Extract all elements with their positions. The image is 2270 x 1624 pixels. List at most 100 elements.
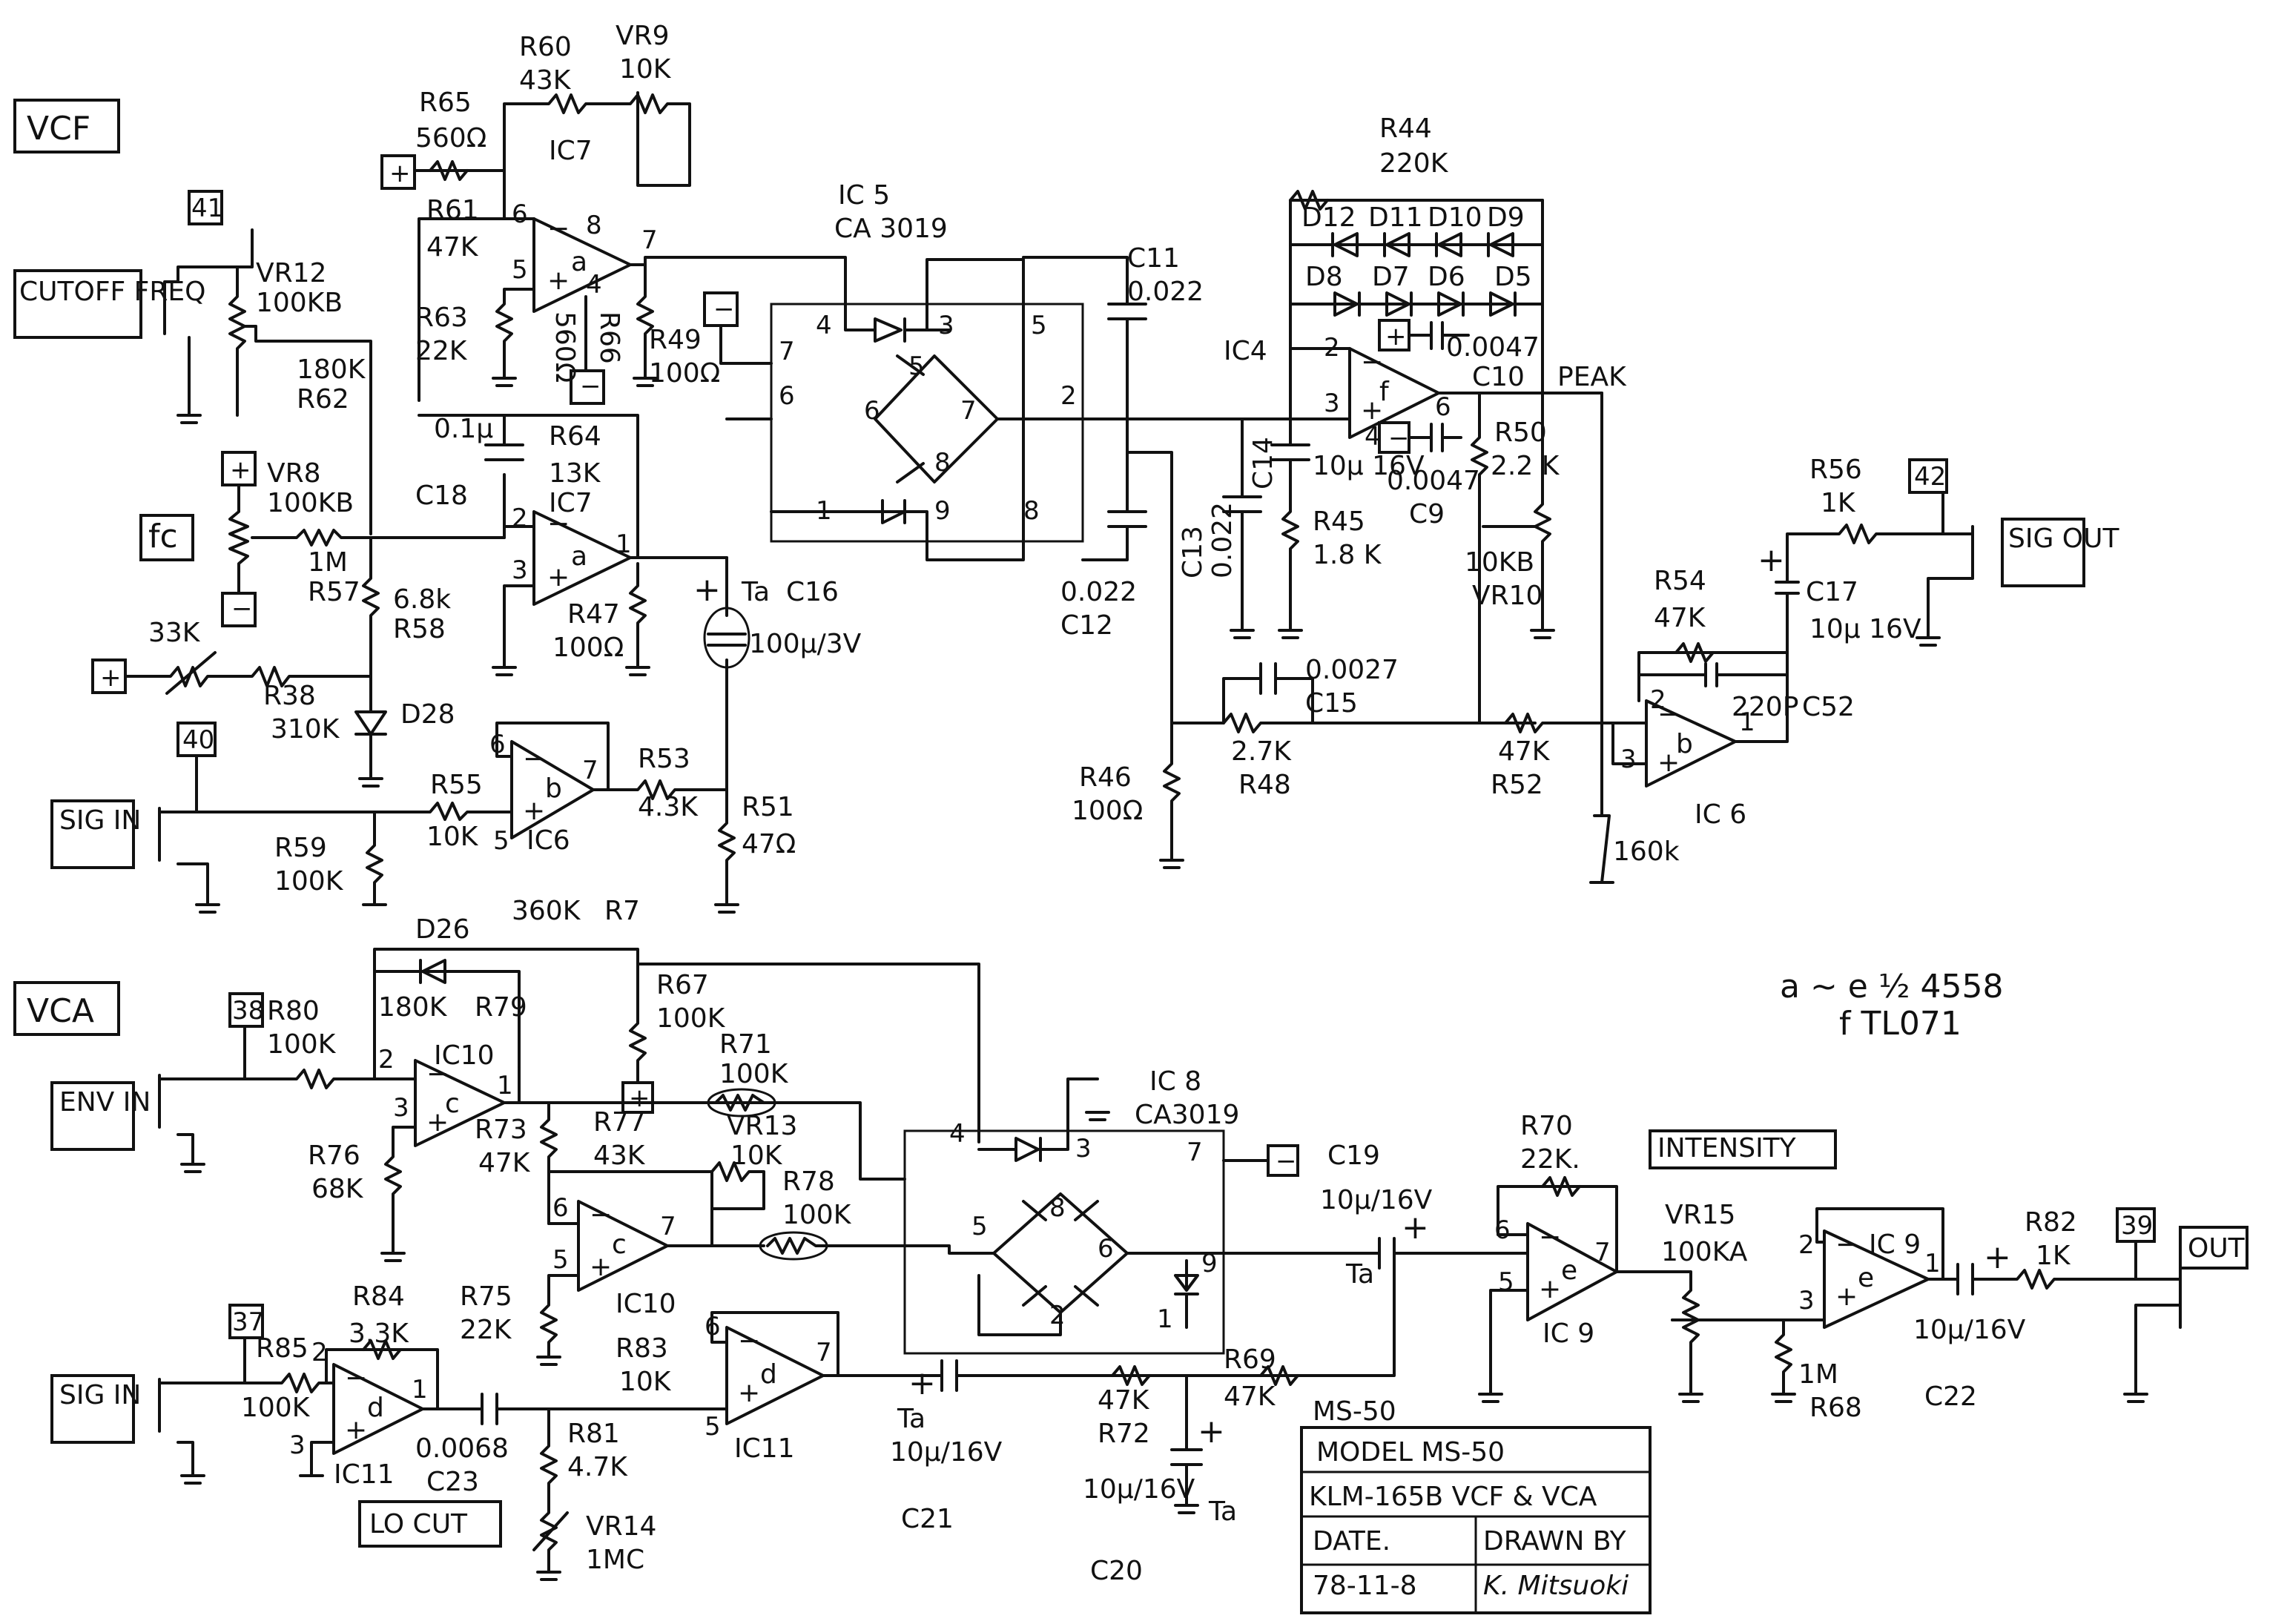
r160k-value: 160k <box>1613 836 1680 867</box>
r77-value: 43K <box>593 1141 646 1171</box>
d7-label: D7 <box>1372 262 1410 292</box>
sig-in-vca-box <box>50 1374 135 1444</box>
r44-resistor <box>1289 190 1329 211</box>
c20-value: 10µ/16V <box>1083 1474 1195 1505</box>
text: 8 <box>586 211 602 240</box>
text: b <box>1676 729 1693 759</box>
text: 7 <box>1187 1138 1203 1167</box>
text: 2 <box>1049 1301 1066 1330</box>
ic6-right-opamp <box>1645 699 1737 788</box>
sig-out-box <box>2001 518 2085 587</box>
ic11-left-label: IC11 <box>334 1459 395 1490</box>
text: 6 <box>1435 392 1451 422</box>
terminal-37 <box>228 1304 264 1339</box>
ic7-bottom-output <box>629 525 728 559</box>
vr9-label: VR9 <box>616 21 670 51</box>
r62-label: R62 <box>297 384 349 415</box>
d26-diode <box>419 959 446 984</box>
r46-resistor <box>1159 722 1184 869</box>
ic9-right-output <box>1793 1207 2137 1321</box>
text: a <box>571 541 587 572</box>
ic11-right-output <box>710 1252 1396 1392</box>
ic11-right-opamp <box>725 1326 825 1425</box>
ic5-label: IC 5 <box>838 180 890 211</box>
r53-resistor <box>592 779 728 800</box>
c18-label: C18 <box>415 481 468 511</box>
r77-wire <box>547 1161 765 1210</box>
plus-sign: + <box>345 1415 367 1445</box>
vr15-label: VR15 <box>1665 1200 1735 1230</box>
text: 5 <box>705 1412 721 1442</box>
r49-label: R49 <box>649 325 702 355</box>
r82-value: 1K <box>2036 1241 2071 1271</box>
text: 1 <box>1157 1304 1173 1334</box>
ic10-top-opamp <box>414 1059 506 1147</box>
r71-label: R71 <box>719 1029 772 1060</box>
r51-resistor <box>714 788 739 914</box>
text: d <box>760 1359 777 1390</box>
r81-label: R81 <box>567 1419 620 1449</box>
text: 6 <box>552 1193 569 1223</box>
text: 2 <box>1060 381 1077 411</box>
plus-sign: + <box>693 571 721 609</box>
r77-label: R77 <box>593 1107 646 1138</box>
c12-label: C12 <box>1060 610 1113 641</box>
text: 7 <box>960 396 977 426</box>
c23-value: 0.0068 <box>415 1433 509 1464</box>
text: d <box>367 1393 384 1423</box>
text: 2 <box>512 504 528 533</box>
minus-sign: − <box>590 1200 612 1230</box>
r51-label: R51 <box>742 792 794 822</box>
trim-33k-value: 33K <box>148 618 201 648</box>
text: 2 <box>378 1045 395 1075</box>
c13-value: 0.022 <box>1207 502 1238 578</box>
c15-value: 0.0027 <box>1305 655 1399 685</box>
sig-in-vcf-ground <box>176 862 220 914</box>
c11-label: C11 <box>1127 243 1180 274</box>
c16-capacitor <box>703 607 750 669</box>
r49-value: 100Ω <box>649 358 720 389</box>
vr8-label: VR8 <box>267 458 321 489</box>
env-in-label: ENV IN <box>59 1087 151 1118</box>
c16-ta: Ta <box>741 577 770 607</box>
minus-sign: − <box>547 214 570 244</box>
minus-sign: − <box>1388 423 1410 453</box>
c9-label: C9 <box>1409 499 1445 529</box>
c9-capacitor <box>1408 423 1462 452</box>
terminal-41-label: 41 <box>191 194 223 223</box>
ic4-minus-terminal <box>1378 421 1410 454</box>
c21-ta: Ta <box>897 1404 926 1434</box>
ic7-bottom-label: IC7 <box>549 488 593 518</box>
trim-33k-arrow <box>165 651 217 695</box>
r78-resistor <box>766 1237 906 1255</box>
plus-sign: + <box>1402 1209 1429 1247</box>
c13-wire <box>1126 417 1292 639</box>
r50-wire <box>1471 392 1488 724</box>
r63-resistor <box>492 288 535 387</box>
text: 9 <box>934 496 951 526</box>
ic5-bridge-diode-b <box>896 462 925 483</box>
r66-value: 560Ω <box>550 311 580 383</box>
r49-resistor <box>633 263 658 387</box>
c16-label: C16 <box>786 577 839 607</box>
r72-value: 47K <box>1098 1385 1150 1416</box>
text: e <box>1858 1263 1874 1293</box>
ic6-right-label: IC 6 <box>1695 799 1746 830</box>
r58-resistor <box>362 536 380 713</box>
terminal-38 <box>228 992 264 1028</box>
r38-label: R38 <box>263 681 316 711</box>
r54-resistor <box>1675 642 1715 663</box>
terminal-38-label: 38 <box>232 996 264 1026</box>
r71-resistor <box>714 1094 765 1112</box>
r50-label: R50 <box>1494 417 1547 448</box>
ic10-bottom-opamp <box>577 1200 669 1292</box>
r52-value: 47K <box>1498 736 1551 767</box>
d11-label: D11 <box>1368 202 1423 233</box>
r75-label: R75 <box>460 1281 512 1312</box>
d28-diode <box>354 710 387 780</box>
r48-resistor <box>1222 713 1537 733</box>
r38-value: 310K <box>271 714 340 745</box>
r48-label: R48 <box>1238 770 1291 800</box>
terminal-41 <box>188 190 223 225</box>
r54-value: 47K <box>1654 603 1706 633</box>
